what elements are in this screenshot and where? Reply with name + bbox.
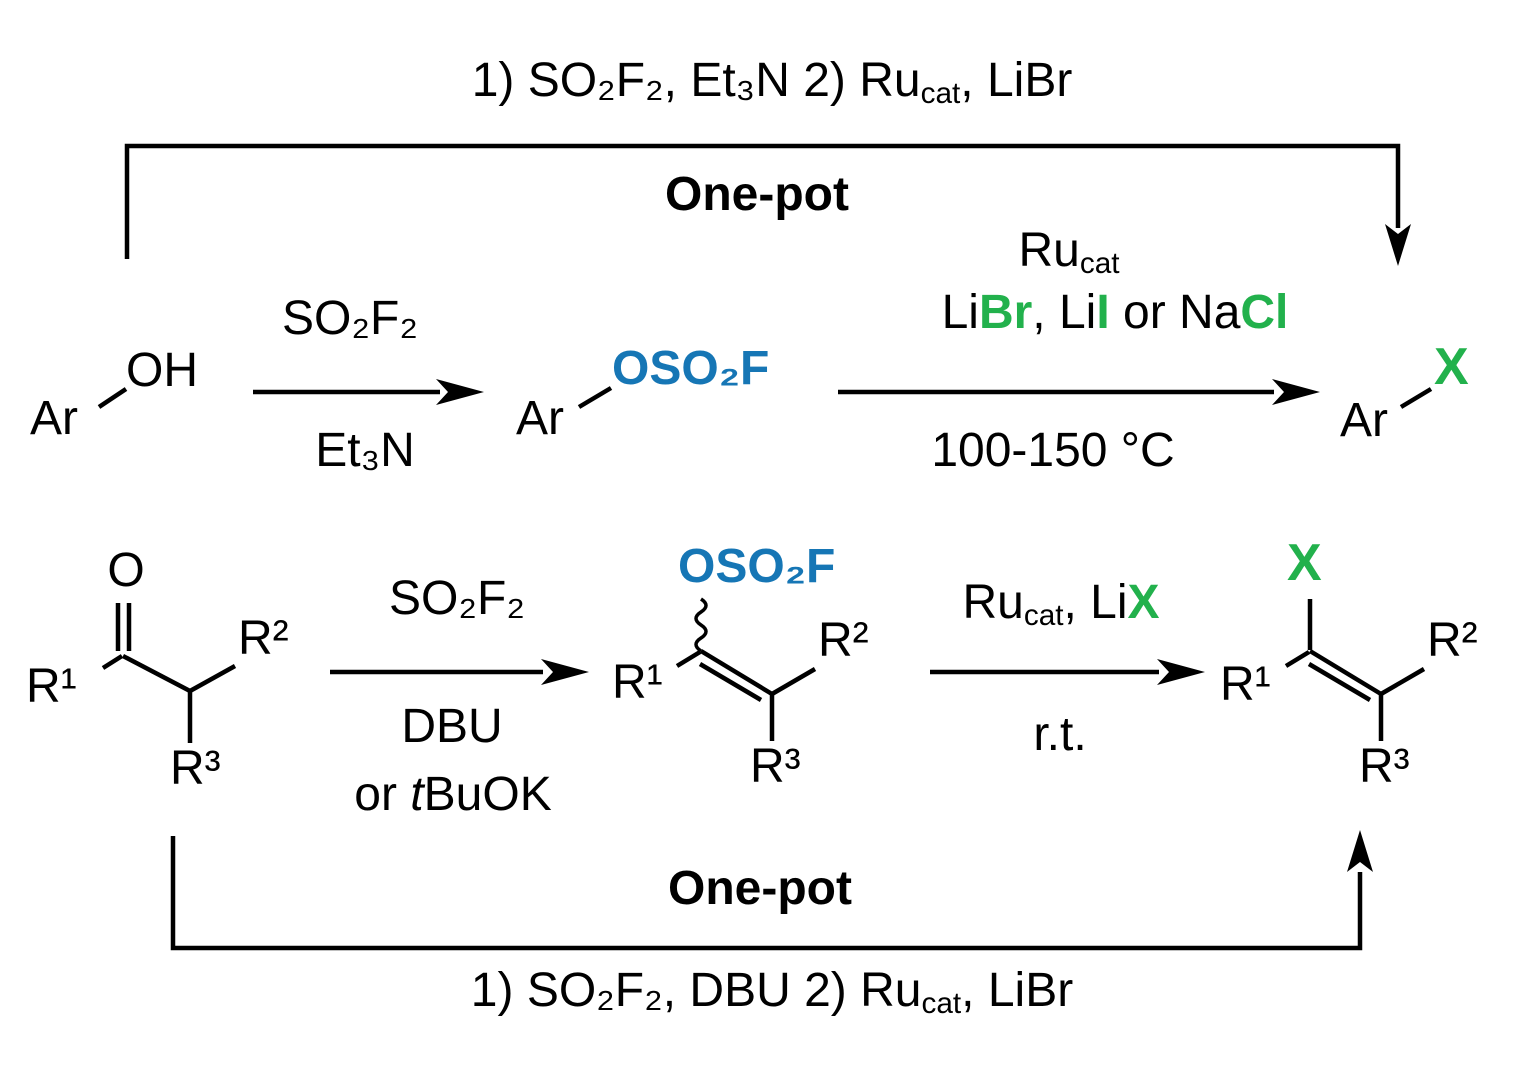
arrowheads xyxy=(436,224,1411,872)
product-ar-label: Ar xyxy=(1340,394,1388,447)
rucat-ru: Ru xyxy=(1018,224,1080,277)
product2-r1-label: R¹ xyxy=(1220,658,1271,711)
product2-r2-label: R² xyxy=(1427,614,1478,667)
tbuok-rest: BuOK xyxy=(423,768,552,821)
one-pot-label-top: One-pot xyxy=(665,168,849,221)
intermediate-ar-label: Ar xyxy=(516,392,564,445)
alkene-bond-main-product xyxy=(1308,649,1383,696)
banner-bottom-part1: 1) SO₂F₂, DBU 2) Ru xyxy=(470,964,922,1017)
enol-r3-label: R³ xyxy=(750,740,801,793)
ketone-r3-label: R³ xyxy=(170,742,221,795)
one-pot-conditions-top: 1) SO₂F₂, Et₃N 2) Rucat, LiBr xyxy=(300,54,1244,108)
alkene-bond-main-enol xyxy=(699,649,774,696)
reactant-ar-label: Ar xyxy=(30,392,78,445)
tbuok-or: or xyxy=(354,768,411,821)
rucat2-subscript: cat xyxy=(1023,598,1064,632)
wavy-bond-oso2f xyxy=(694,597,708,653)
salt-li2: , Li xyxy=(1032,286,1097,339)
enol-r2-label: R² xyxy=(818,614,869,667)
enol-oso2f-label: OSO₂F xyxy=(678,540,836,593)
arrowhead-up-bottom-bracket xyxy=(1347,830,1373,872)
ketone-r1-label: R¹ xyxy=(26,660,77,713)
step1-top-reagent-below: Et₃N xyxy=(315,424,415,477)
arrowhead-step2-bottom xyxy=(1157,659,1205,685)
step1-bottom-base2: or tBuOK xyxy=(303,768,603,821)
lix-li: , Li xyxy=(1063,576,1128,629)
bond-ar-oso2f xyxy=(577,386,613,409)
step2-top-salts: LiBr, LiI or NaCl xyxy=(865,286,1365,339)
step2-top-catalyst: Rucat xyxy=(949,224,1189,278)
bond-ar-x xyxy=(1399,387,1433,409)
one-pot-top-bracket xyxy=(124,143,1401,259)
one-pot-label-bottom: One-pot xyxy=(668,862,852,915)
salt-li1: Li xyxy=(941,286,979,339)
intermediate-oso2f-label: OSO₂F xyxy=(612,342,770,395)
banner-bottom-part2: , LiBr xyxy=(961,964,1074,1017)
step1-bottom-base1: DBU xyxy=(401,700,503,753)
salt-na: or Na xyxy=(1109,286,1241,339)
banner-top-part2: , LiBr xyxy=(960,54,1073,107)
product2-x-label: X xyxy=(1287,534,1322,592)
banner-top-cat-subscript: cat xyxy=(920,76,961,110)
arrowhead-down-top-bracket xyxy=(1385,224,1411,266)
rucat-subscript: cat xyxy=(1079,246,1120,280)
bond-c1-r1-enol xyxy=(675,650,702,668)
arrowhead-step1-top xyxy=(436,379,484,405)
arrowhead-step1-bottom xyxy=(541,659,589,685)
bond-c1-r1-product xyxy=(1284,650,1311,668)
bond-alpha-r2 xyxy=(188,664,237,693)
alkene-bond-inner-enol xyxy=(698,662,763,702)
salt-i: I xyxy=(1096,286,1110,339)
step2-bottom-conditions: Rucat, LiX xyxy=(901,576,1221,630)
bond-r1-carbonyl xyxy=(101,654,124,670)
one-pot-conditions-bottom: 1) SO₂F₂, DBU 2) Rucat, LiBr xyxy=(300,964,1244,1018)
bond-c2-r2-product xyxy=(1379,667,1426,696)
arrowhead-step2-top xyxy=(1272,379,1320,405)
banner-bottom-cat-subscript: cat xyxy=(921,986,962,1020)
step1-top-reagent-above: SO₂F₂ xyxy=(282,292,418,345)
step2-bottom-temperature: r.t. xyxy=(1033,708,1087,761)
line-art xyxy=(97,143,1433,951)
bond-c2-r2-enol xyxy=(770,667,817,696)
one-pot-bottom-bracket xyxy=(170,836,1363,951)
rucat2-ru: Ru xyxy=(962,576,1024,629)
alkene-bond-inner-product xyxy=(1307,662,1372,702)
bond-carbonyl-alpha xyxy=(121,654,192,693)
product2-r3-label: R³ xyxy=(1359,740,1410,793)
salt-br: Br xyxy=(978,286,1033,339)
ketone-r2-label: R² xyxy=(238,612,289,665)
enol-r1-label: R¹ xyxy=(612,656,663,709)
lix-x: X xyxy=(1127,576,1160,629)
bond-ar-oh xyxy=(97,387,128,409)
product-x-label: X xyxy=(1434,338,1469,396)
reactant-oh-label: OH xyxy=(126,344,198,397)
step2-top-temperature: 100-150 °C xyxy=(931,424,1175,477)
salt-cl: Cl xyxy=(1240,286,1289,339)
ketone-o-label: O xyxy=(107,544,145,597)
banner-top-part1: 1) SO₂F₂, Et₃N 2) Ru xyxy=(471,54,921,107)
step1-bottom-reagent-above: SO₂F₂ xyxy=(389,572,525,625)
tbuok-t-italic: t xyxy=(410,768,424,821)
